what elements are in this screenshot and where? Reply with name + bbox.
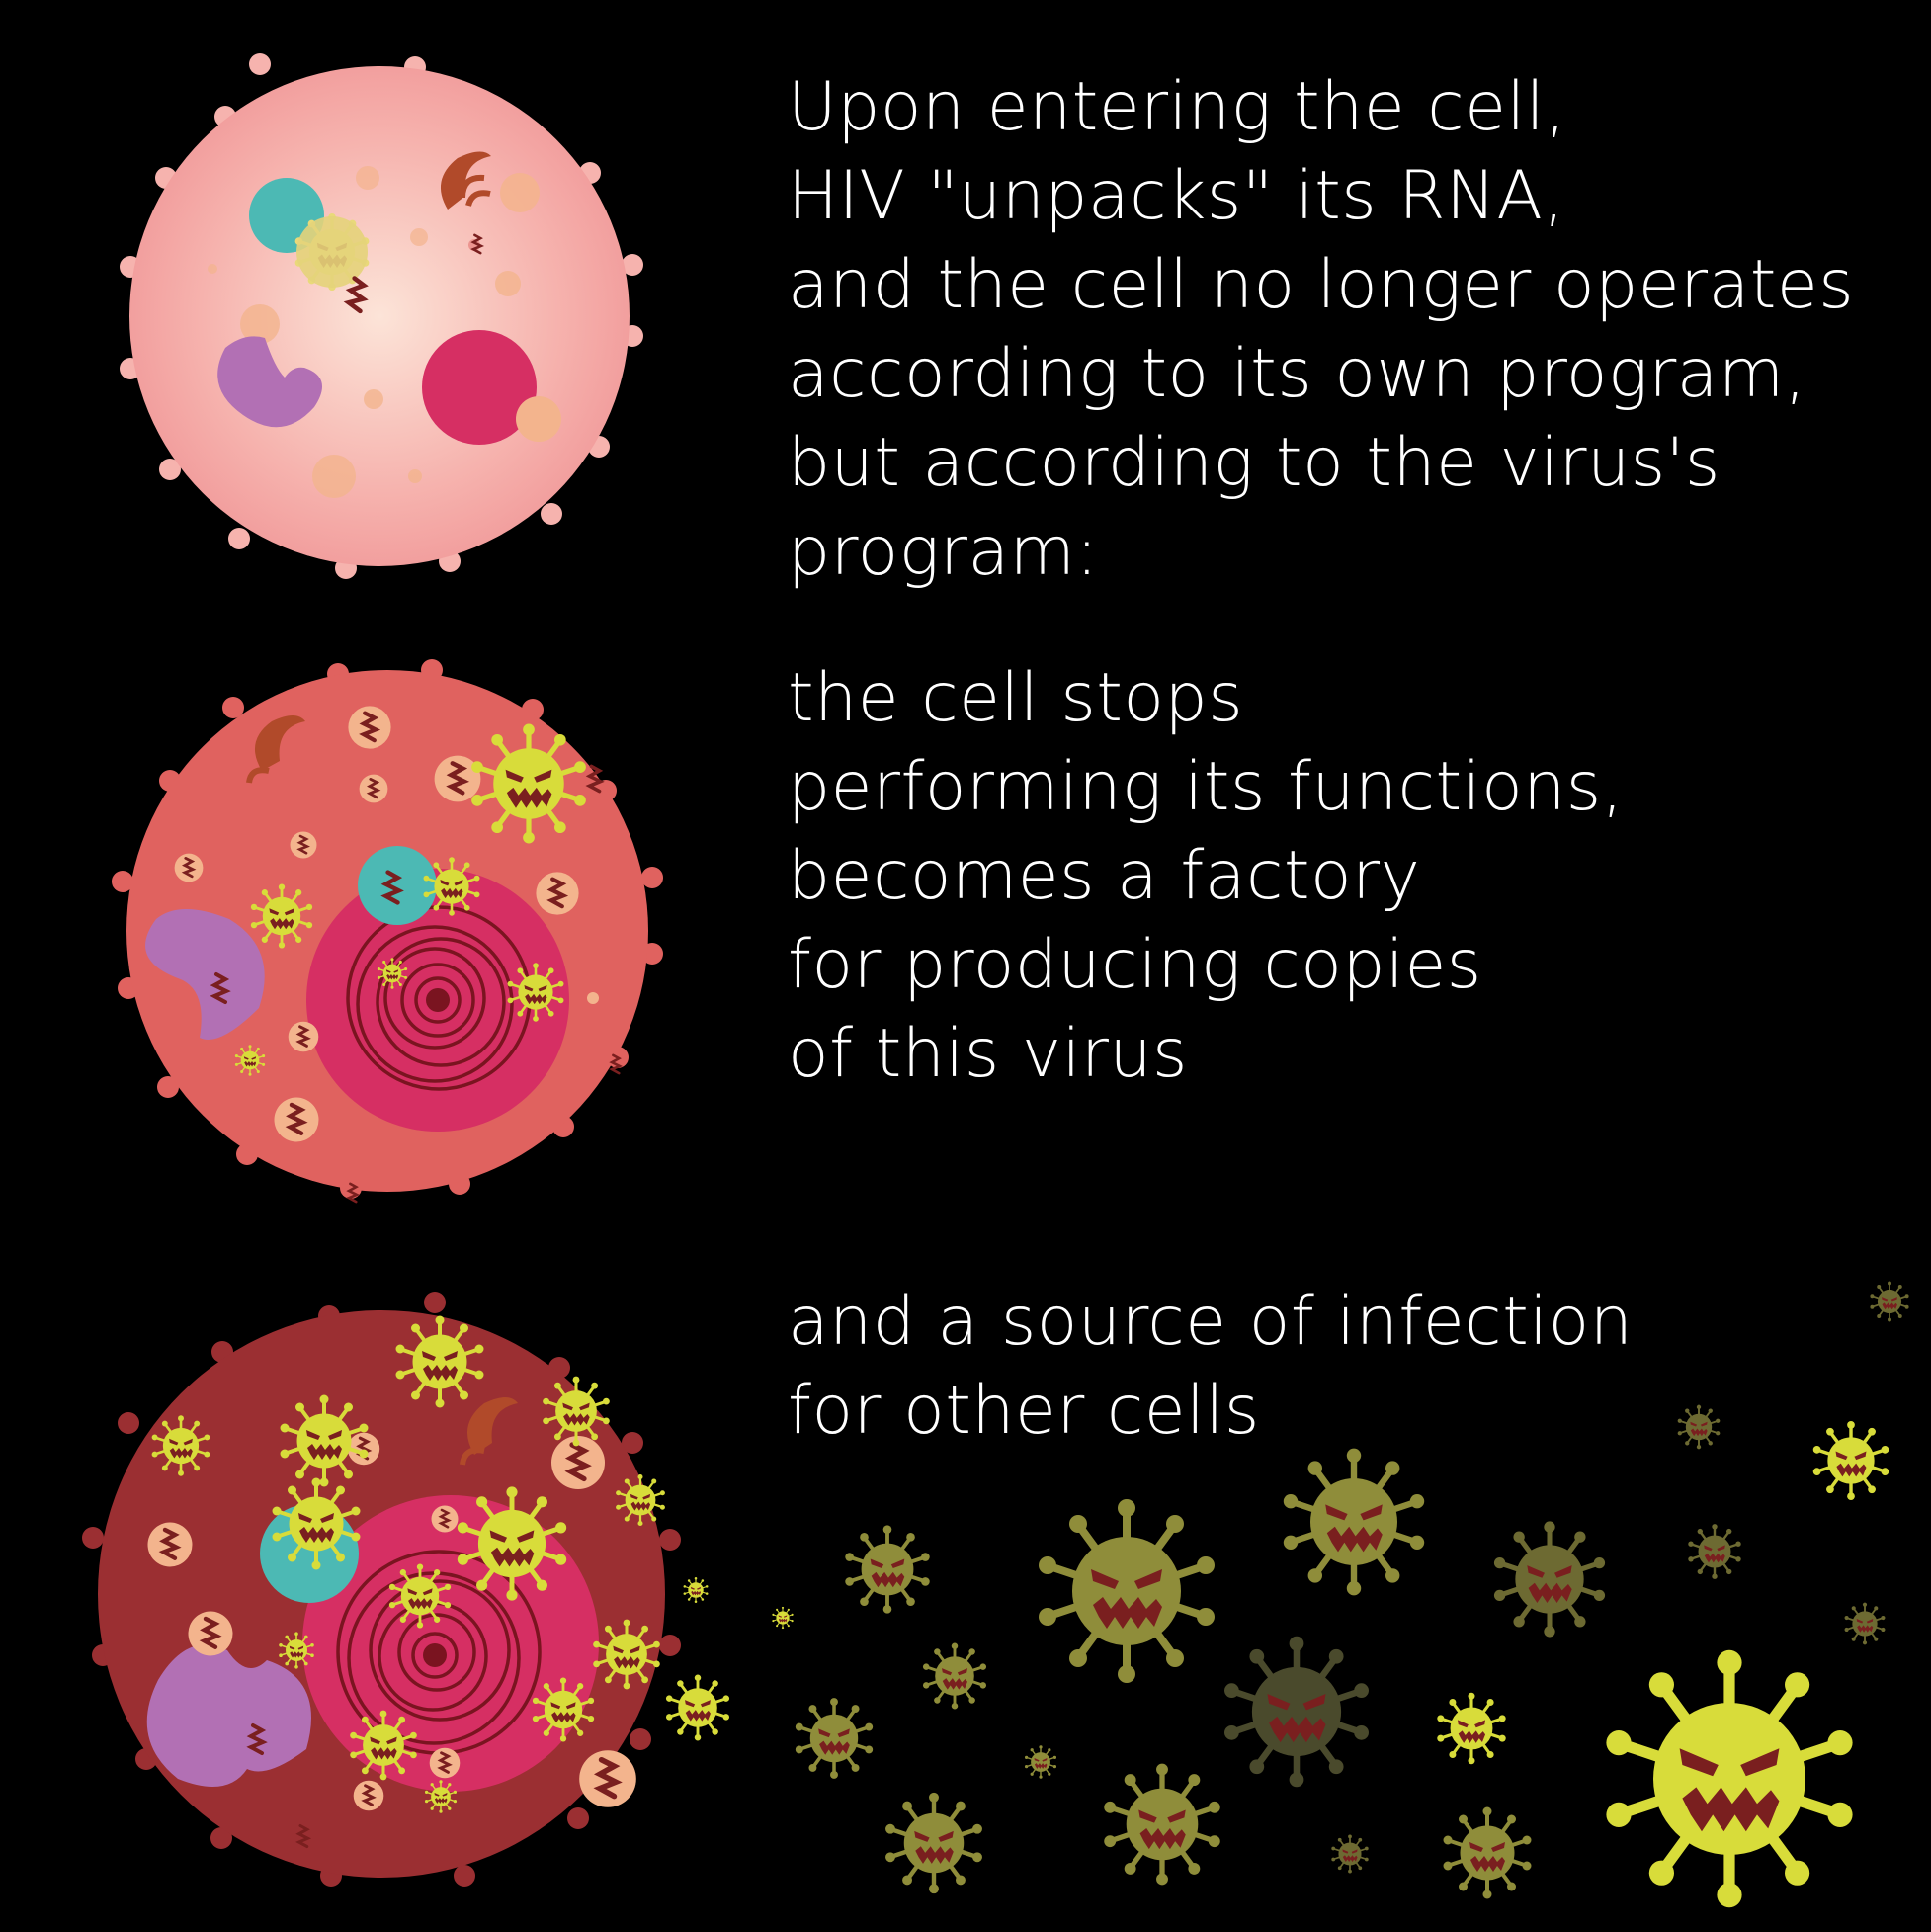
hiv-virus-icon (1435, 1691, 1508, 1766)
paragraph-entering-cell: Upon entering the cell, HIV "unpacks" it… (788, 63, 1854, 597)
hiv-virus-icon (1811, 1419, 1890, 1502)
text-line: performing its functions, (788, 748, 1624, 826)
hiv-virus-icon (1687, 1522, 1742, 1581)
hiv-virus-icon (664, 1673, 731, 1742)
hiv-virus-icon (1494, 1521, 1605, 1637)
hiv-virus-icon (1284, 1449, 1424, 1596)
hiv-virus-icon (771, 1606, 795, 1630)
hiv-virus-icon (1869, 1280, 1910, 1323)
hiv-virus-icon (1843, 1601, 1887, 1646)
hiv-virus-icon (843, 1523, 932, 1616)
text-line: and the cell no longer operates (788, 246, 1855, 324)
text-line: becomes a factory (788, 837, 1421, 915)
text-line: for producing copies (788, 926, 1482, 1004)
hiv-virus-icon (1104, 1764, 1219, 1886)
text-line: program: (788, 513, 1099, 591)
hiv-virus-icon (885, 1793, 982, 1893)
hiv-virus-icon (1676, 1403, 1721, 1451)
text-line: Upon entering the cell, (788, 68, 1567, 146)
hiv-virus-icon (1039, 1499, 1215, 1683)
paragraph-source-of-infection: and a source of infection for other cell… (788, 1278, 1633, 1456)
virus-factory-cell-icon (82, 1292, 681, 1887)
hiv-virus-icon (794, 1696, 875, 1781)
text-line: and a source of infection (788, 1283, 1634, 1361)
text-line: HIV "unpacks" its RNA, (788, 157, 1565, 235)
hiv-virus-icon (1224, 1637, 1369, 1788)
hiv-virus-icon (682, 1576, 710, 1604)
hiv-virus-icon (1024, 1744, 1057, 1780)
text-line: but according to the virus's (788, 424, 1721, 502)
text-line: for other cells (788, 1372, 1260, 1450)
paragraph-virus-factory: the cell stops performing its functions,… (788, 654, 1624, 1099)
text-line: the cell stops (788, 659, 1244, 737)
infected-cell-icon (112, 659, 663, 1204)
healthy-cell-icon (120, 53, 643, 579)
hiv-virus-icon (1606, 1650, 1852, 1907)
hiv-virus-icon (1441, 1805, 1534, 1901)
hiv-virus-icon (921, 1641, 988, 1711)
text-line: of this virus (788, 1015, 1188, 1093)
hiv-virus-icon (1330, 1833, 1370, 1875)
text-line: according to its own program, (788, 335, 1806, 413)
